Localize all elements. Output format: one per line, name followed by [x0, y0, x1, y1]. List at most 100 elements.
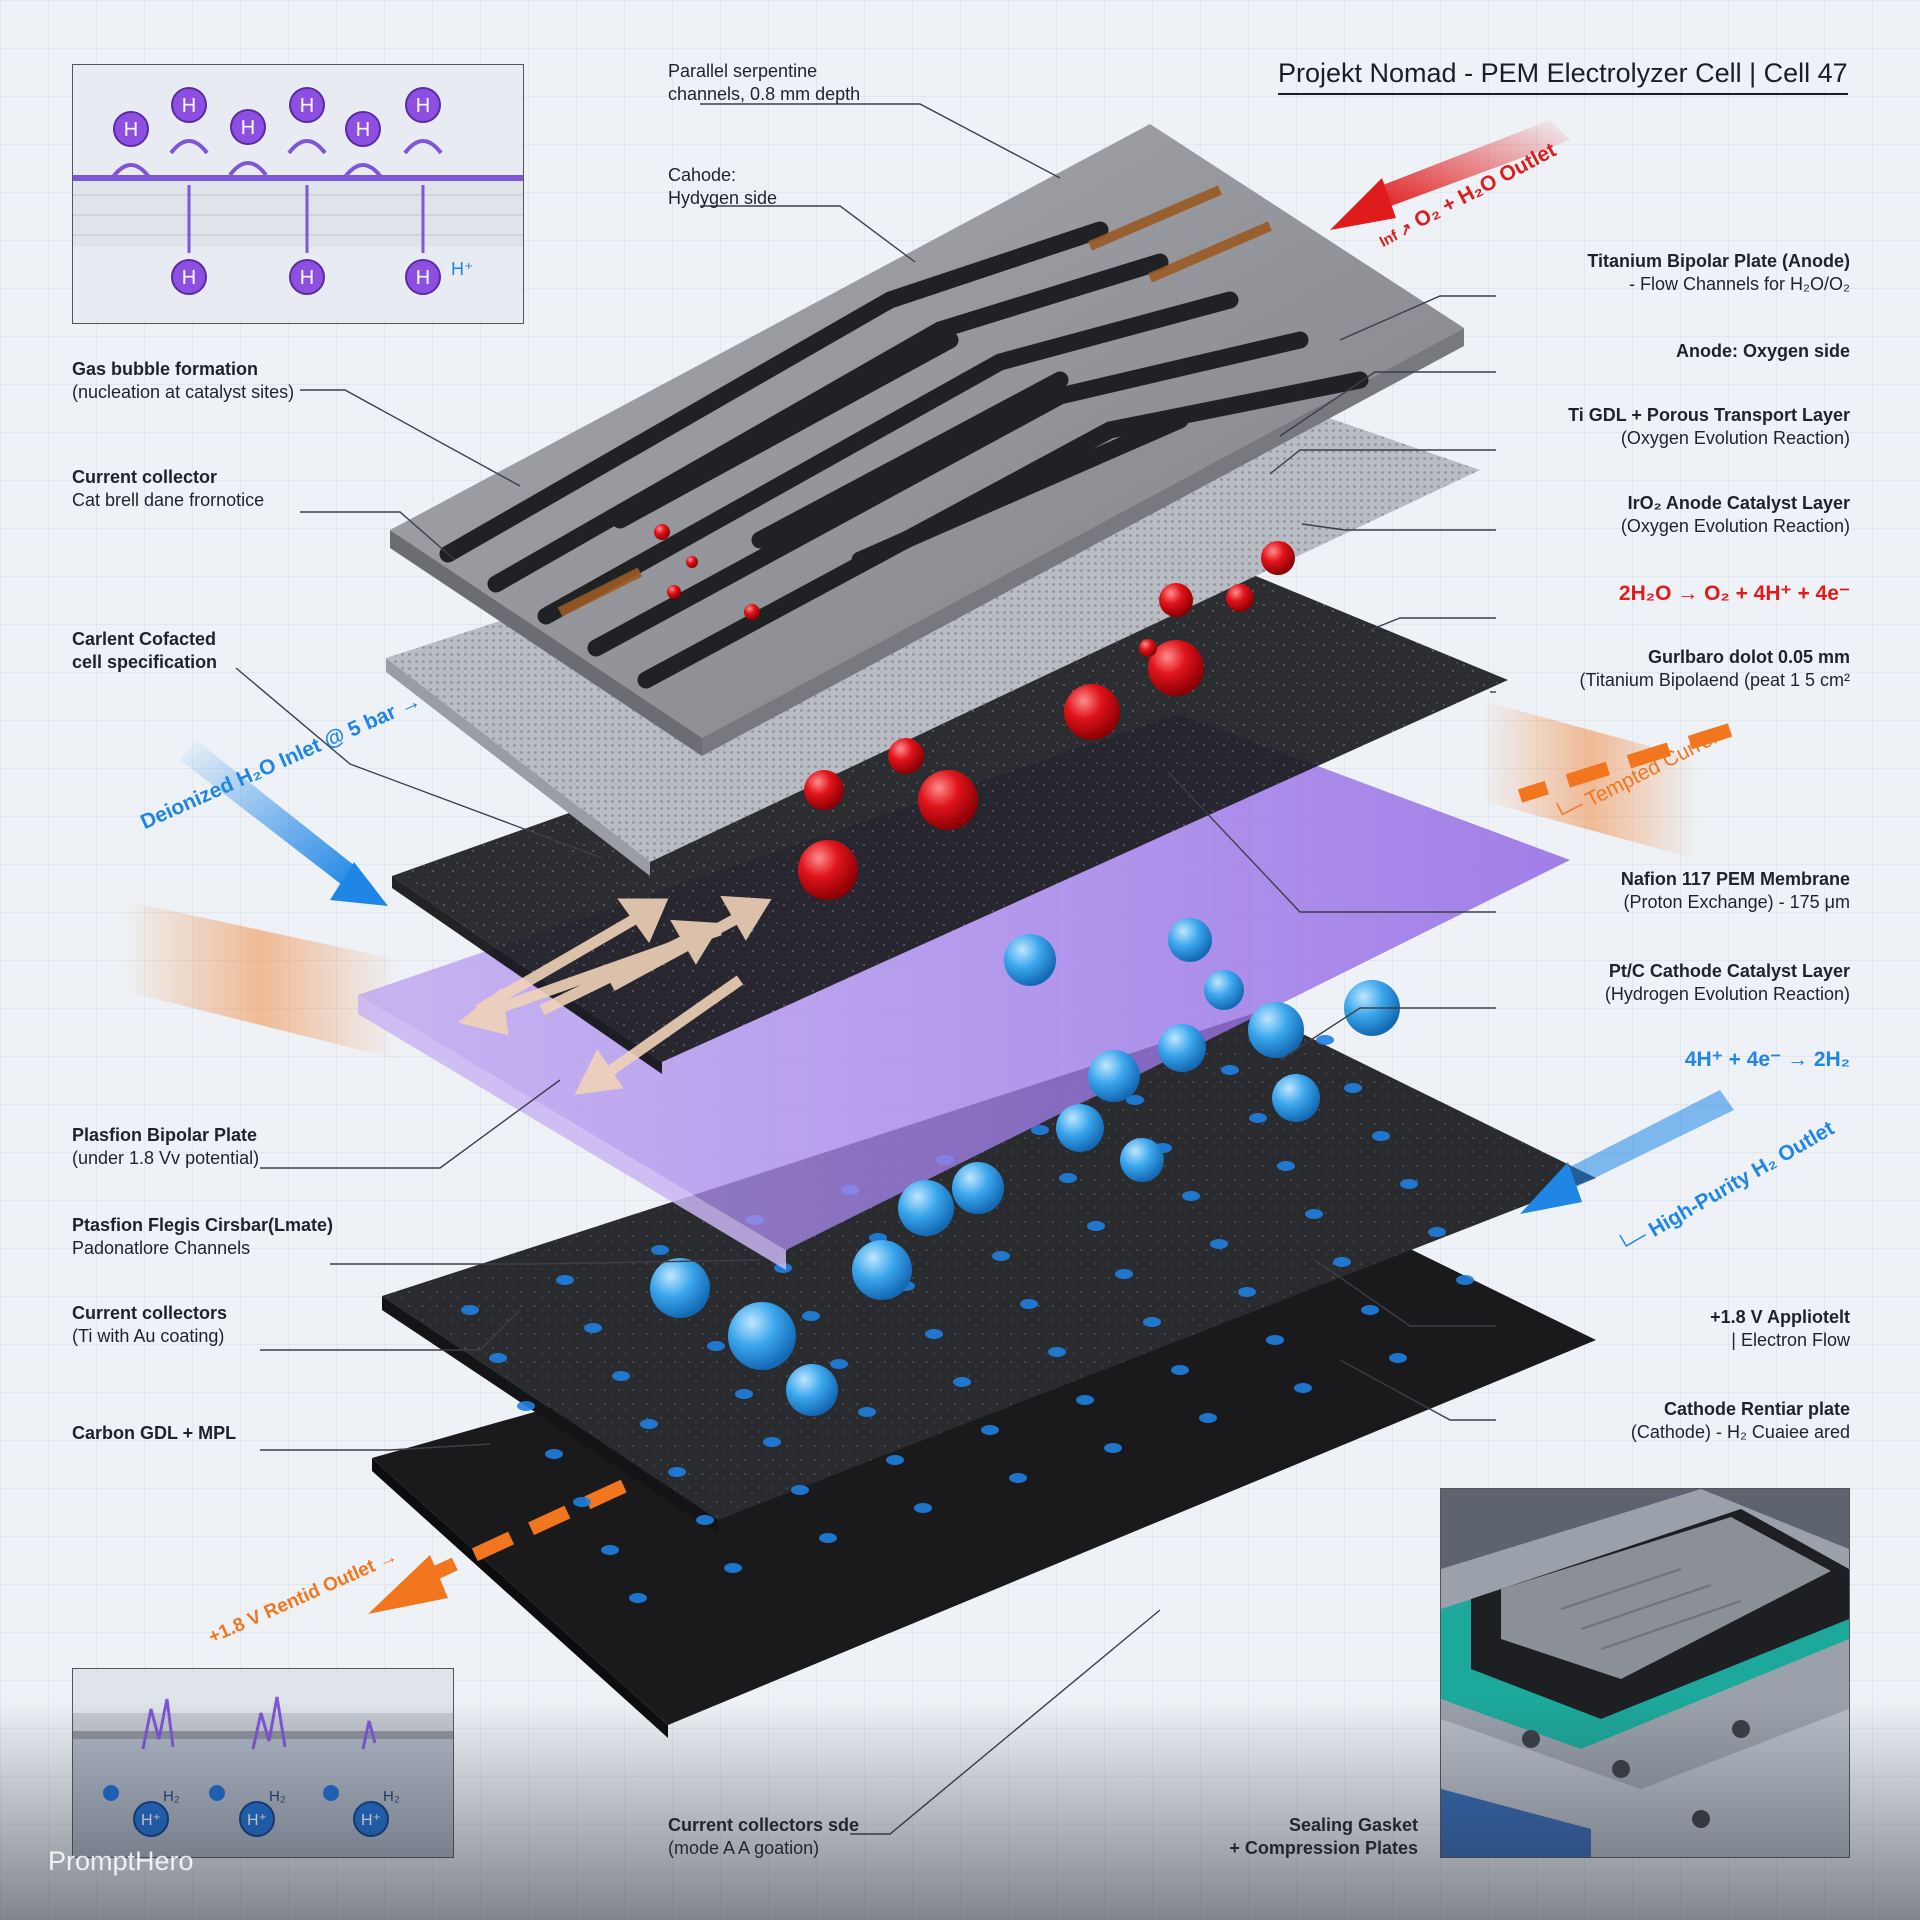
hydrogen-droplet — [584, 1323, 602, 1333]
layer-ti-bipolar-plate — [390, 124, 1464, 756]
label-cell-spec: Carlent Cofacted cell specification — [72, 628, 217, 674]
hydrogen-droplet — [1372, 1131, 1390, 1141]
hydrogen-droplet — [1238, 1287, 1256, 1297]
label-plastion-bipolar: Plasfion Bipolar Plate (under 1.8 Vv pot… — [72, 1124, 259, 1170]
oxygen-bubble — [918, 770, 978, 830]
label-cathode-plate: Cathode Rentiar plate (Cathode) - H₂ Cua… — [1631, 1398, 1850, 1444]
proton-flow-arrows — [457, 895, 772, 1095]
hydrogen-droplet — [819, 1533, 837, 1543]
hydrogen-droplet — [696, 1515, 714, 1525]
oxygen-bubble — [1064, 684, 1120, 740]
label-current-collectors-ti-line2: (Ti with Au coating) — [72, 1326, 225, 1346]
label-cathode-hydrogen: Cahode: Hydygen side — [668, 164, 777, 210]
oxygen-bubble — [654, 524, 670, 540]
hydrogen-bubble — [728, 1302, 796, 1370]
hydrogen-atom: H — [111, 111, 151, 179]
label-plastion-bipolar-line2: (under 1.8 Vv potential) — [72, 1148, 260, 1168]
label-current-collectors-ti-line1: Current collectors — [72, 1303, 228, 1323]
label-iro2-line1: IrO₂ Anode Catalyst Layer — [1627, 493, 1850, 513]
hydrogen-droplet — [1210, 1239, 1228, 1249]
hydrogen-droplet — [724, 1563, 742, 1573]
hydrogen-droplet — [858, 1407, 876, 1417]
svg-text:H⁺: H⁺ — [247, 1812, 267, 1829]
hydrogen-atom: H — [405, 259, 441, 295]
cathode-equation: 4H⁺ + 4e⁻ → 2H₂ — [1684, 1048, 1850, 1071]
layer-iro2-catalyst-edge — [392, 876, 662, 1074]
hydrogen-droplet — [1020, 1299, 1038, 1309]
hydrogen-droplet — [1361, 1305, 1379, 1315]
hydrogen-droplet — [573, 1497, 591, 1507]
hydrogen-droplet — [517, 1401, 535, 1411]
label-ptc: Pt/C Cathode Catalyst Layer (Hydrogen Ev… — [1605, 960, 1850, 1006]
label-anode-oxygen-line1: Anode: Oxygen side — [1675, 341, 1850, 361]
layer-ti-gdl-edge — [386, 658, 650, 876]
hydrogen-bubble — [1056, 1104, 1104, 1152]
label-serpentine-line1: Parallel serpentine — [668, 61, 818, 81]
label-cell-spec-line2: cell specification — [72, 652, 218, 672]
page-title: Projekt Nomad - PEM Electrolyzer Cell | … — [1278, 58, 1848, 95]
hydrogen-bubble — [1004, 934, 1056, 986]
hydrogen-droplet — [629, 1593, 647, 1603]
hydrogen-droplet — [489, 1353, 507, 1363]
hydrogen-bubble — [786, 1364, 838, 1416]
hydrogen-droplet — [1266, 1335, 1284, 1345]
inset-gasket-photo — [1440, 1488, 1850, 1858]
hydrogen-droplet — [1428, 1227, 1446, 1237]
label-current-collectors-ti: Current collectors (Ti with Au coating) — [72, 1302, 227, 1348]
hydrogen-droplet — [612, 1371, 630, 1381]
tempted-current-arrow — [1517, 723, 1733, 803]
label-gas-bubble: Gas bubble formation (nucleation at cata… — [72, 358, 294, 404]
hydrogen-droplet — [791, 1485, 809, 1495]
svg-text:H: H — [300, 267, 314, 289]
hydrogen-droplet — [1104, 1443, 1122, 1453]
label-serpentine: Parallel serpentine channels, 0.8 mm dep… — [668, 60, 860, 106]
label-iro2-line2: (Oxygen Evolution Reaction) — [1620, 516, 1850, 536]
label-serpentine-line2: channels, 0.8 mm depth — [668, 84, 861, 104]
watermark: PromptHero — [48, 1846, 194, 1876]
oxygen-bubble — [1159, 583, 1193, 617]
layer-nafion-membrane-edge — [358, 995, 786, 1270]
orange-glow-left — [120, 900, 400, 1060]
hydrogen-bubble — [1272, 1074, 1320, 1122]
hydrogen-bubble — [852, 1240, 912, 1300]
h2-outlet-arrow — [1520, 1090, 1734, 1214]
anode-equation: 2H₂O → O₂ + 4H⁺ + 4e⁻ — [1618, 582, 1850, 605]
oxygen-bubble — [1148, 640, 1204, 696]
hydrogen-droplet — [640, 1419, 658, 1429]
hydrogen-droplet — [886, 1455, 904, 1465]
oxygen-bubbles — [654, 524, 1295, 900]
svg-text:H₂: H₂ — [163, 1788, 180, 1805]
hydrogen-atom: H — [403, 87, 443, 155]
hydrogen-droplet — [830, 1359, 848, 1369]
hydrogen-droplet — [1048, 1347, 1066, 1357]
hydrogen-droplet — [651, 1245, 669, 1255]
svg-text:H: H — [182, 95, 196, 117]
layer-cathode-plate — [382, 1012, 1596, 1520]
label-ti-bipolar-line2: - Flow Channels for H₂O/O₂ — [1628, 274, 1850, 294]
hydrogen-droplet — [1126, 1095, 1144, 1105]
hydrogen-bubble — [1088, 1050, 1140, 1102]
hydrogen-droplet — [461, 1305, 479, 1315]
label-anode-oxygen: Anode: Oxygen side — [1676, 340, 1850, 363]
label-collectors-side-line1: Current collectors sde — [668, 1815, 860, 1835]
hydrogen-droplet — [953, 1377, 971, 1387]
hydrogen-droplet — [925, 1329, 943, 1339]
svg-text:H⁺: H⁺ — [141, 1812, 161, 1829]
label-flegis-channels: Ptasfion Flegis Cirsbar(Lmate) Padonatlo… — [72, 1214, 333, 1260]
oxygen-bubble — [686, 556, 698, 568]
label-applied-voltage: +1.8 V Appliotelt | Electron Flow — [1710, 1306, 1850, 1352]
hydrogen-droplet — [1344, 1083, 1362, 1093]
label-gurlbaro-line1: Gurlbaro dolot 0.05 mm — [1647, 647, 1850, 667]
svg-text:H: H — [356, 119, 370, 141]
oxygen-bubble — [798, 840, 858, 900]
oxygen-bubble — [888, 738, 924, 774]
hydrogen-droplet — [1199, 1413, 1217, 1423]
hydrogen-droplet — [992, 1251, 1010, 1261]
hydrogen-droplet — [763, 1437, 781, 1447]
label-cathode-hydrogen-line1: Cahode: — [668, 165, 737, 185]
hydrogen-droplet — [1087, 1221, 1105, 1231]
label-cathode-hydrogen-line2: Hydygen side — [668, 188, 778, 208]
inset-gasket-photo-svg — [1441, 1489, 1849, 1857]
label-ptc-line1: Pt/C Cathode Catalyst Layer — [1608, 961, 1850, 981]
